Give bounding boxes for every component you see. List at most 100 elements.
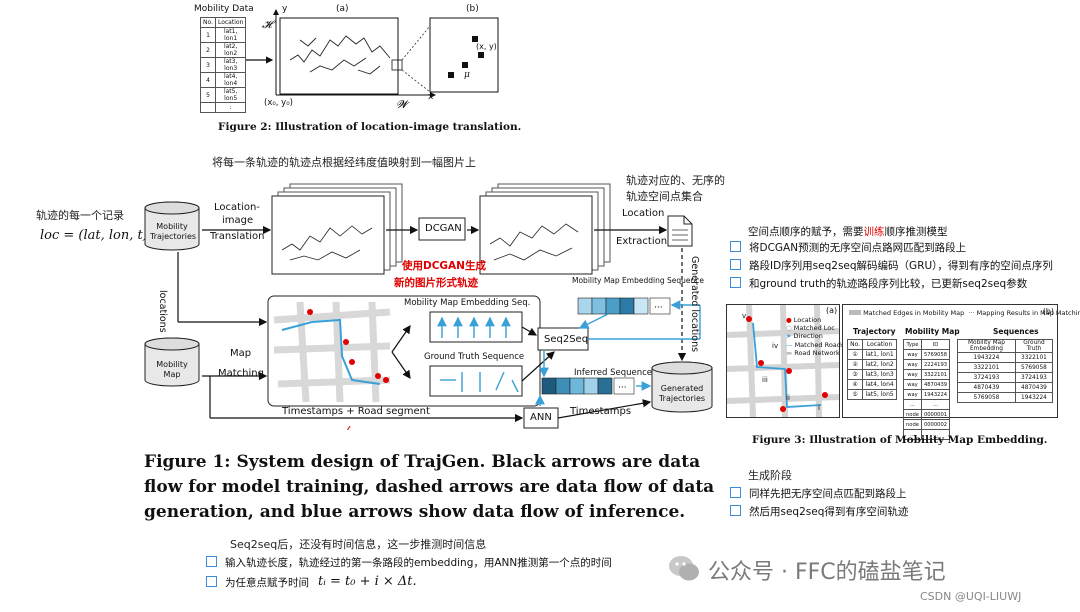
cylinder-mobility-map-label: Mobility Map [156,360,188,379]
gen-note-item: 然后用seq2seq得到有序空间轨迹 [730,504,908,519]
watermark-csdn: CSDN @UQI-LIUWJ [920,590,1022,603]
note-dcgan-generate: 使用DCGAN生成 [402,260,486,272]
right-note-item: 路段ID序列用seq2seq解码编码（GRU），得到有序的空间点序列 [730,258,1053,273]
fig3-trajectory-title: Trajectory [853,327,896,336]
fig2-panel-b: (b) [466,4,479,14]
generated-trajectories-label: Generated Trajectories [658,384,706,403]
label-location: Location [622,208,665,219]
checkbox-icon[interactable] [730,487,741,498]
ann-box-label: ANN [530,412,552,423]
label-mme-sequence-top: Mobility Map Embedding Sequence [572,276,704,285]
fig2-panel-a: (a) [336,4,349,14]
cylinder-mobility-trajectories-label: Mobility Trajectories [150,222,197,241]
watermark-text: 公众号 · FFC的磕盐笔记 [708,560,946,585]
label-matching: Matching [218,368,264,379]
cylinder-mobility-trajectories [144,201,200,251]
checkbox-icon[interactable] [730,277,741,288]
fig2-mobility-data-title: Mobility Data [194,4,254,14]
seq2seq-box-label: Seq2Seq [544,334,589,345]
note-unordered-1: 轨迹对应的、无序的 [626,174,725,187]
checkbox-icon[interactable] [730,259,741,270]
table-row: ...... [903,399,951,410]
fig2-mu-label: μ [464,70,470,80]
fig3-roman-iii: iii [762,376,768,384]
fig2-diagram [246,9,499,98]
legend-matched-loc: ○ Matched Loc [786,324,835,333]
note-each-record: 轨迹的每一个记录 [36,209,124,222]
image-stack-generated [479,183,611,275]
svg-text:···: ··· [654,303,663,313]
fig3-road-map [727,305,839,417]
gen-notes-title: 生成阶段 [748,469,792,482]
note-unordered-2: 轨迹空间点集合 [626,190,703,203]
fig2-x-axis-label: x [428,92,434,102]
fig3-panel-a-label: (a) [826,306,838,315]
legend-road-network: ▬ Road Network [786,348,840,357]
fig3-roman-iv: iv [772,342,779,350]
road-network-map [273,301,391,403]
fig1-caption-line1: Figure 1: System design of TrajGen. Blac… [144,452,701,472]
fig2-origin-label: (x₀, y₀) [264,98,293,108]
fig3-roman-v: v [742,312,747,320]
legend-direction: ➤ Direction [786,332,823,341]
label-gt-seq: Ground Truth Sequence [424,352,525,362]
table-head-no: No. [200,17,216,28]
fig2-point-label: (x, y) [476,42,497,51]
right-note-intro: 空间点顺序的赋予，需要训练顺序推测模型 [748,226,948,238]
fig3-legend: ● Location ○ Matched Loc ➤ Direction — M… [786,316,844,357]
fig2-caption: Figure 2: Illustration of location-image… [218,121,522,133]
dcgan-box-label: DCGAN [425,223,462,234]
loc-formula: loc = (lat, lon, t) [40,228,148,243]
seq-note-item: 为任意点赋予时间 [206,575,309,590]
fig3-legend-b: Matched Edges in Mobility Map ··· Mappin… [849,309,1080,317]
label-mme-seq: Mobility Map Embedding Seq. [404,298,531,308]
fig3-roman-ii: ii [786,394,790,402]
legend-location: ● Location [786,316,822,324]
cylinder-generated-trajectories [651,361,713,413]
label-map: Map [230,348,252,359]
fig2-y-axis-label: y [282,4,288,14]
right-note-item: 和ground truth的轨迹路段序列比较，已更新seq2seq参数 [730,276,1027,291]
label-image: image [222,215,254,226]
checkbox-icon[interactable] [206,576,217,587]
fig1-diagram: ··· ··· [144,183,713,430]
label-timestamps: Timestamps [570,406,632,417]
wechat-logo-icon [668,554,700,584]
cylinder-mobility-map [144,337,200,387]
fig3-panel-a [726,304,840,418]
fig3-sequences-title: Sequences [993,327,1039,336]
fig3-panel-b: (b) Matched Edges in Mobility Map ··· Ma… [842,304,1080,440]
fig2-h-label: 𝓗 [262,18,272,31]
checkbox-icon[interactable] [730,241,741,252]
inferred-sequence-bar [541,377,635,395]
right-note-item: 将DCGAN预测的无序空间点路网匹配到路段上 [730,240,966,255]
checkbox-icon[interactable] [206,556,217,567]
label-location-image: Location- [214,202,260,213]
checkbox-icon[interactable] [730,505,741,516]
seq-notes-title: Seq2seq后，还没有时间信息，这一步推测时间信息 [230,538,487,551]
mme-sequence-bar [577,297,671,315]
label-extraction: Extraction [616,236,668,247]
document-icon [667,215,693,247]
time-formula: tᵢ = t₀ + i × Δt. [318,574,417,589]
